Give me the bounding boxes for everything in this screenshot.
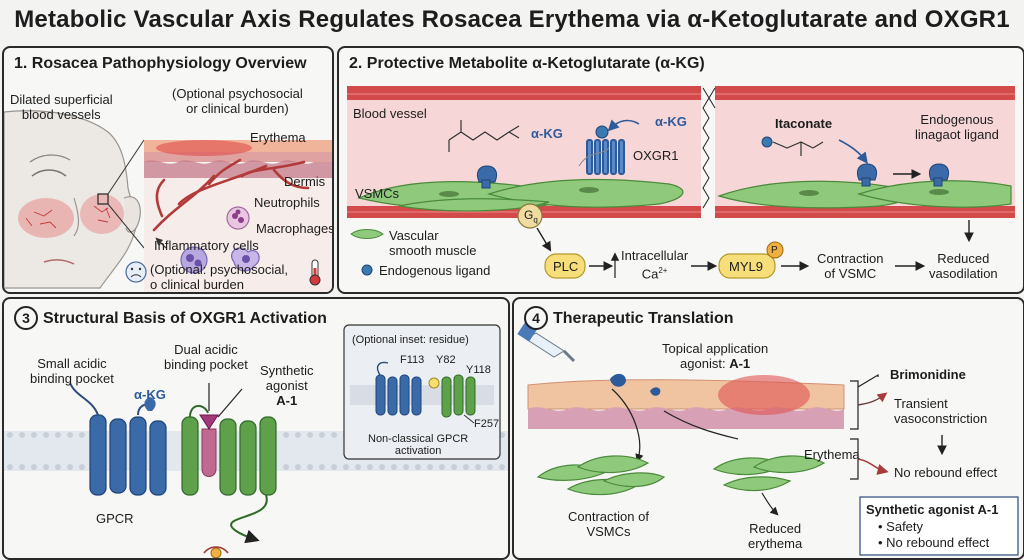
akg-right-label: α-KG	[655, 114, 687, 129]
inset-title: (Optional inset: residue)	[352, 334, 469, 346]
no-rebound-label: No rebound effect	[894, 465, 998, 480]
panel2-title: 2. Protective Metabolite α-Ketoglutarate…	[349, 55, 705, 72]
residue-y118: Y118	[466, 364, 491, 376]
phospho-badge: P	[771, 245, 778, 256]
plc-node: PLC	[553, 259, 579, 274]
itaconate-label: Itaconate	[775, 116, 833, 131]
akg-illustration	[347, 82, 1015, 279]
therapeutic-illustration	[517, 322, 1019, 556]
panel4-number: 4	[524, 306, 548, 330]
panel3-number: 3	[14, 306, 38, 330]
agonist-box-item-safety: • Safety	[878, 519, 924, 534]
akg-pocket-label: α-KG	[134, 387, 166, 402]
agonist-box-title: Synthetic agonist A-1	[866, 502, 999, 517]
macrophages-label: Macrophages	[256, 221, 334, 236]
agonist-box-item-no-rebound: • No rebound effect	[878, 535, 990, 550]
residue-y82: Y82	[436, 354, 456, 366]
vsmcs-label: VSMCs	[355, 186, 400, 201]
legend-endogenous-ligand: Endogenous ligand	[379, 263, 491, 278]
erythema-label: Erythema	[250, 130, 306, 145]
optional-burden-bottom-label: (Optional: psychosocial,o clinical burde…	[150, 262, 289, 292]
panel-akg: 2. Protective Metabolite α-Ketoglutarate…	[337, 46, 1024, 294]
oxgr1-label: OXGR1	[633, 148, 679, 163]
dermis-label: Dermis	[284, 174, 326, 189]
gpcr-label: GPCR	[96, 511, 134, 526]
blood-vessel-label: Blood vessel	[353, 106, 427, 121]
gpcr-illustration	[4, 324, 508, 558]
panel1-title: 1. Rosacea Pathophysiology Overview	[14, 55, 307, 72]
erythema-label-4: Erythema	[804, 447, 860, 462]
main-title: Metabolic Vascular Axis Regulates Rosace…	[14, 6, 1010, 33]
neutrophils-label: Neutrophils	[254, 195, 320, 210]
residue-f113: F113	[400, 354, 425, 366]
akg-left-label: α-KG	[531, 126, 563, 141]
myl9-node: MYL9	[729, 259, 763, 274]
pathophysiology-illustration	[4, 110, 332, 292]
residue-f257: F257	[474, 418, 500, 430]
inflammatory-cells-label: Inflammatory cells	[154, 238, 259, 253]
gq-label: Gq	[524, 208, 538, 225]
brimonidine-label: Brimonidine	[890, 367, 966, 382]
panel-pathophysiology: 1. Rosacea Pathophysiology Overview Dila…	[2, 46, 334, 294]
